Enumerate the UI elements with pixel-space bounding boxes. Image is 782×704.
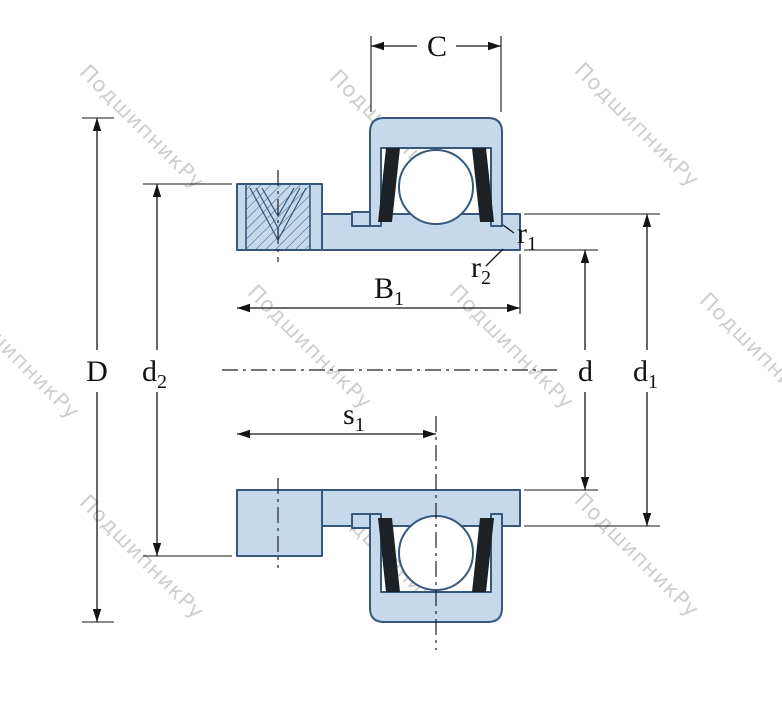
outer-ring-top bbox=[369, 117, 503, 227]
seal-bottom-right bbox=[472, 518, 494, 592]
label-s1: s1 bbox=[343, 398, 365, 436]
dimension-d1: d1 bbox=[524, 213, 660, 527]
dimension-d2: d2 bbox=[142, 183, 232, 557]
dimension-s1: s1 bbox=[237, 398, 436, 439]
label-B1: B1 bbox=[374, 272, 404, 310]
label-r2: r2 bbox=[471, 251, 491, 289]
label-r1: r1 bbox=[517, 217, 537, 255]
dimension-B1: B1 bbox=[237, 254, 521, 314]
dimension-r1: r1 bbox=[502, 217, 537, 255]
seal-bottom-left bbox=[378, 518, 400, 592]
seal-top-right bbox=[472, 148, 494, 222]
label-d: d bbox=[578, 355, 593, 388]
label-d2: d2 bbox=[142, 355, 167, 393]
label-C: C bbox=[427, 30, 447, 63]
label-d1: d1 bbox=[633, 355, 658, 393]
dimension-d: d bbox=[524, 249, 598, 491]
dimension-C: C bbox=[370, 30, 502, 112]
dimension-r2: r2 bbox=[471, 248, 504, 289]
thread-chevron bbox=[261, 187, 295, 218]
ball-top bbox=[398, 149, 474, 225]
collar-bottom bbox=[236, 489, 323, 557]
dimension-D: D bbox=[82, 117, 114, 623]
label-D: D bbox=[86, 355, 108, 388]
outer-ring-bottom bbox=[369, 513, 503, 623]
centerlines bbox=[222, 170, 560, 650]
seal-top-left bbox=[378, 148, 400, 222]
